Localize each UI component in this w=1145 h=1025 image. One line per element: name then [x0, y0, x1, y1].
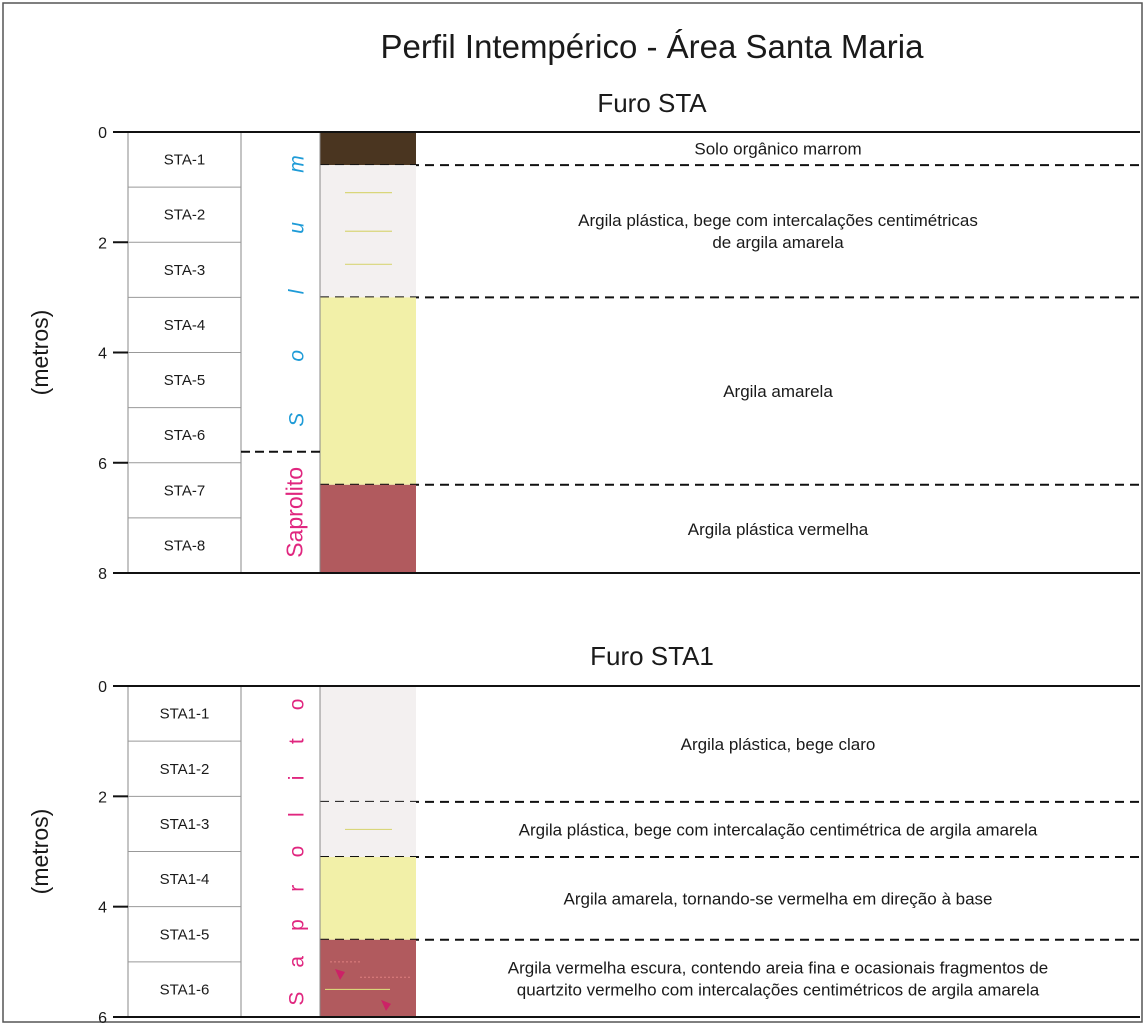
zone-label-letter: i	[286, 776, 309, 781]
depth-tick-label: 2	[98, 235, 107, 252]
layer-description: Argila plástica, bege com intercalações …	[578, 211, 978, 230]
sample-label: STA1-6	[160, 981, 210, 998]
depth-tick-label: 4	[98, 900, 107, 917]
zone-label-letter: o	[286, 699, 309, 711]
sample-label: STA-3	[164, 262, 205, 279]
layer-description: Argila plástica, bege claro	[681, 735, 876, 754]
depth-tick-label: 0	[98, 679, 107, 696]
lithology-layer	[320, 297, 416, 485]
zone-label: Saprolito	[282, 467, 308, 558]
zone-label-letter: S	[286, 413, 309, 427]
zone-label-letter: l	[286, 812, 309, 817]
depth-tick-label: 6	[98, 1010, 107, 1025]
depth-tick-label: 0	[98, 125, 107, 142]
lithology-layer	[320, 939, 416, 1017]
layer-description: Argila amarela	[723, 382, 833, 401]
layer-description: Argila vermelha escura, contendo areia f…	[508, 958, 1049, 977]
depth-tick-label: 4	[98, 346, 107, 363]
sample-label: STA1-4	[160, 871, 210, 888]
sample-label: STA1-3	[160, 816, 210, 833]
profile-title: Furo STA	[597, 88, 707, 118]
sample-label: STA1-1	[160, 706, 210, 723]
lithology-layer	[320, 132, 416, 166]
zone-label-letter: o	[286, 350, 309, 362]
zone-label-letter: p	[286, 919, 309, 931]
zone-label-letter: a	[286, 956, 309, 968]
zone-label-letter: u	[286, 222, 309, 234]
zone-label: m u l oS	[286, 155, 309, 427]
zone-label-letter: r	[286, 885, 309, 892]
layer-description: Argila plástica vermelha	[688, 520, 869, 539]
zone-label-letter: o	[286, 846, 309, 858]
layer-description: Argila amarela, tornando-se vermelha em …	[563, 889, 992, 908]
sample-label: STA-7	[164, 482, 205, 499]
zone-label-letter: m	[286, 155, 309, 173]
figure-title: Perfil Intempérico - Área Santa Maria	[381, 28, 925, 65]
layer-description: Solo orgânico marrom	[694, 140, 861, 159]
sample-label: STA-1	[164, 152, 205, 169]
lithology-layer	[320, 686, 416, 802]
sample-label: STA-6	[164, 427, 205, 444]
layer-description: de argila amarela	[712, 233, 844, 252]
zone-label-letter: t	[286, 738, 309, 744]
depth-axis-label: (metros)	[27, 310, 53, 396]
sample-label: STA1-2	[160, 761, 210, 778]
zone-label: o t i l o r p aS	[286, 699, 309, 1006]
sample-label: STA1-5	[160, 926, 210, 943]
layer-description: quartzito vermelho com intercalações cen…	[517, 980, 1040, 999]
sample-label: STA-2	[164, 207, 205, 224]
depth-tick-label: 8	[98, 566, 107, 583]
quartzite-fragment	[381, 999, 391, 1011]
sample-label: STA-8	[164, 537, 205, 554]
depth-tick-label: 2	[98, 789, 107, 806]
lithology-layer	[320, 484, 416, 573]
profile-title: Furo STA1	[590, 641, 714, 671]
zone-label-letter: S	[286, 992, 309, 1006]
lithology-layer	[320, 857, 416, 940]
depth-tick-label: 6	[98, 456, 107, 473]
quartzite-fragment	[335, 968, 345, 980]
sample-label: STA-5	[164, 372, 205, 389]
sample-label: STA-4	[164, 317, 205, 334]
zone-label-letter: l	[286, 288, 309, 294]
layer-description: Argila plástica, bege com intercalação c…	[519, 820, 1038, 839]
depth-axis-label: (metros)	[27, 809, 53, 895]
